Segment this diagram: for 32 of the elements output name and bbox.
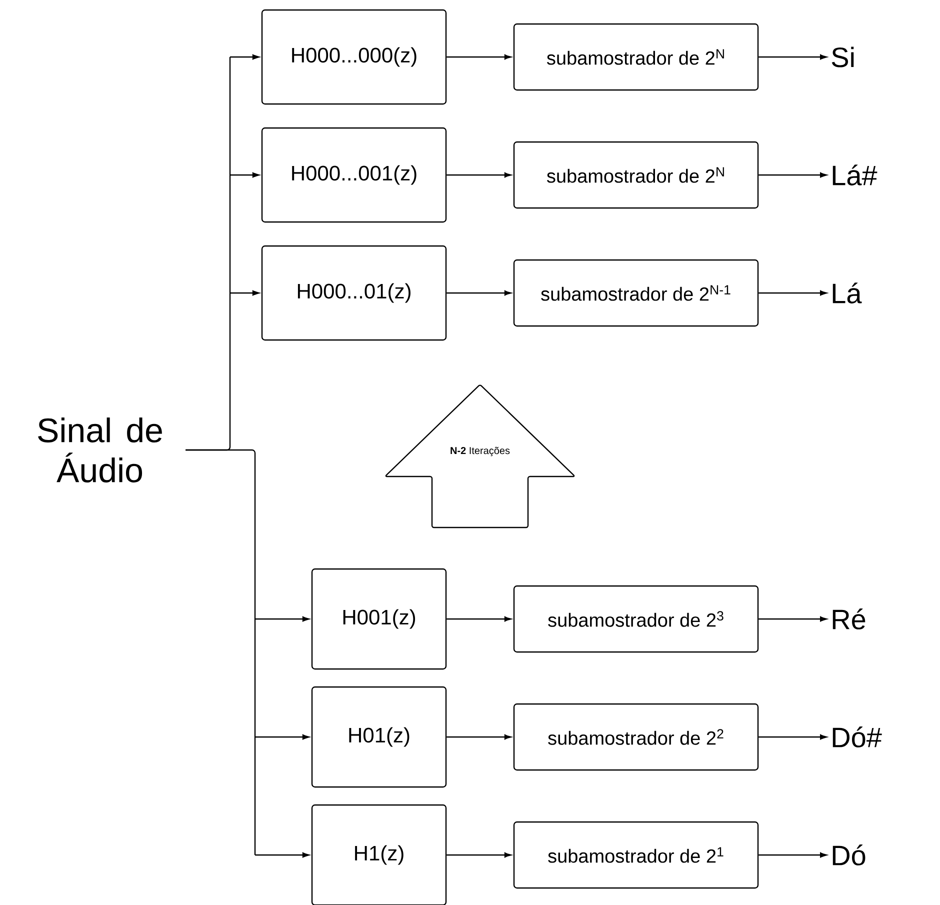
note-label: Ré [832, 608, 866, 630]
arrow [446, 852, 512, 858]
arrow [758, 290, 827, 296]
filter-box: H000...01(z) [261, 245, 447, 341]
downsampler-box: subamostrador de 2$^{N}$ [513, 23, 759, 91]
downsampler-box: subamostrador de 2$^{N}$ [513, 141, 759, 209]
signal-label: Sinal de Áudio [38, 418, 162, 482]
filter-box: H1(z) [311, 804, 447, 905]
filter-box: H000...001(z) [261, 127, 447, 223]
filter-box: H001(z) [311, 568, 447, 670]
downsampler-box: subamostrador de 2$^{1}$ [513, 821, 759, 889]
arrow [446, 290, 512, 296]
arrow [758, 852, 827, 858]
arrow [758, 616, 827, 622]
branching-arrow [186, 449, 310, 858]
arrow [758, 54, 827, 60]
downsampler-box: subamostrador de 2$^{2}$ [513, 703, 759, 771]
arrow [758, 734, 827, 740]
note-label: Dó [832, 844, 866, 866]
note-label: Dó# [832, 726, 882, 748]
filter-box: H000...000(z) [261, 9, 447, 105]
note-label: Lá [832, 282, 862, 304]
downsampler-box: subamostrador de 2$^{N-1}$ [513, 259, 759, 327]
note-label: Si [832, 46, 854, 68]
arrow [446, 172, 512, 178]
filter-box: H01(z) [311, 686, 447, 788]
arrow [758, 172, 827, 178]
arrow [446, 616, 512, 622]
arrow [446, 734, 512, 740]
downsampler-box: subamostrador de 2$^{3}$ [513, 585, 759, 653]
note-label: Lá# [832, 164, 878, 186]
arrow [446, 54, 512, 60]
